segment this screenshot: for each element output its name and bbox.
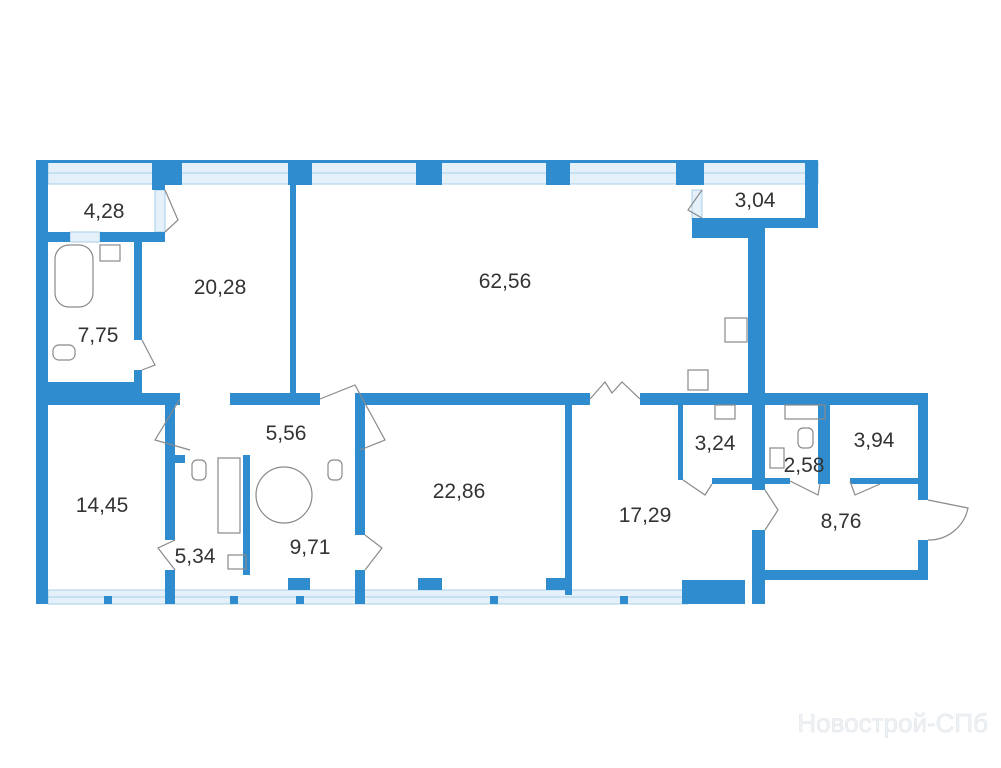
washer-icon [784, 404, 826, 420]
wall-segment [418, 578, 442, 590]
wall-segment [640, 393, 928, 405]
wall-segment [748, 226, 765, 396]
wall-segment [48, 382, 138, 393]
wall-segment [416, 160, 442, 185]
walls [36, 160, 928, 604]
wall-segment [165, 570, 175, 604]
wall-segment [296, 596, 304, 604]
wall-segment [918, 540, 928, 580]
wall-segment [243, 455, 250, 575]
toilet-icon [52, 344, 76, 361]
room-area: 3,24 [695, 432, 736, 455]
sink-icon [227, 554, 247, 570]
wall-segment [230, 393, 320, 405]
watermark: Новострой-СПб [797, 708, 988, 738]
room-area: 5,56 [266, 422, 307, 445]
toilet-icon [327, 459, 343, 481]
wall-segment [290, 185, 296, 395]
wall-segment [752, 395, 765, 490]
wall-segment [230, 596, 238, 604]
jacuzzi-icon [255, 466, 313, 524]
wall-segment [100, 232, 165, 242]
bathtub-icon [217, 457, 241, 534]
wall-segment [918, 393, 928, 500]
toilet-icon [191, 459, 207, 481]
wall-segment [676, 160, 704, 185]
wall-segment [152, 160, 165, 190]
wall-segment [36, 160, 48, 604]
room-area: 22,86 [433, 480, 486, 503]
wall-segment [355, 393, 590, 405]
fixtures [52, 244, 826, 570]
wall-segment [765, 478, 790, 484]
wall-segment [355, 570, 365, 604]
bathtub-icon [54, 244, 94, 308]
room-area: 14,45 [76, 494, 129, 517]
wall-segment [36, 232, 70, 242]
wall-segment [288, 160, 312, 185]
sink-icon [714, 404, 736, 420]
wall-segment [546, 160, 570, 185]
wall-segment [682, 580, 745, 604]
room-area: 4,28 [84, 200, 125, 223]
wall-segment [712, 478, 752, 484]
room-area: 2,58 [784, 454, 825, 477]
wall-segment [565, 405, 572, 595]
room-area: 5,34 [175, 545, 216, 568]
room-area: 17,29 [619, 504, 672, 527]
wall-segment [165, 405, 175, 540]
wall-segment [490, 596, 498, 604]
wall-segment [818, 405, 830, 484]
wall-segment [692, 218, 818, 228]
room-area: 20,28 [194, 276, 247, 299]
wall-segment [134, 242, 142, 340]
room-area: 62,56 [479, 270, 532, 293]
sink-icon [769, 447, 785, 469]
toilet-icon [797, 427, 814, 449]
wall-segment [805, 160, 818, 228]
wall-segment [850, 478, 918, 484]
wall-segment [692, 226, 765, 238]
wall-segment [355, 405, 365, 535]
room-area: 3,94 [854, 429, 895, 452]
wall-segment [288, 578, 310, 590]
wall-segment [752, 570, 928, 580]
room-area: 9,71 [290, 536, 331, 559]
room-area: 7,75 [78, 324, 119, 347]
room-labels: 4,28 20,28 62,56 3,04 7,75 5,56 14,45 5,34 9,71 2… [76, 189, 895, 568]
sink-icon [99, 244, 121, 262]
room-area: 3,04 [735, 189, 776, 212]
room-area: 8,76 [821, 510, 862, 533]
wall-segment [620, 596, 628, 604]
wall-segment [36, 393, 180, 405]
wall-segment [546, 578, 568, 590]
sink-icon [687, 369, 709, 391]
door-swings [141, 189, 969, 571]
stove-icon [724, 317, 748, 343]
wall-segment [175, 455, 185, 463]
wall-segment [752, 530, 765, 604]
wall-segment [678, 405, 683, 480]
wall-segment [104, 596, 112, 604]
